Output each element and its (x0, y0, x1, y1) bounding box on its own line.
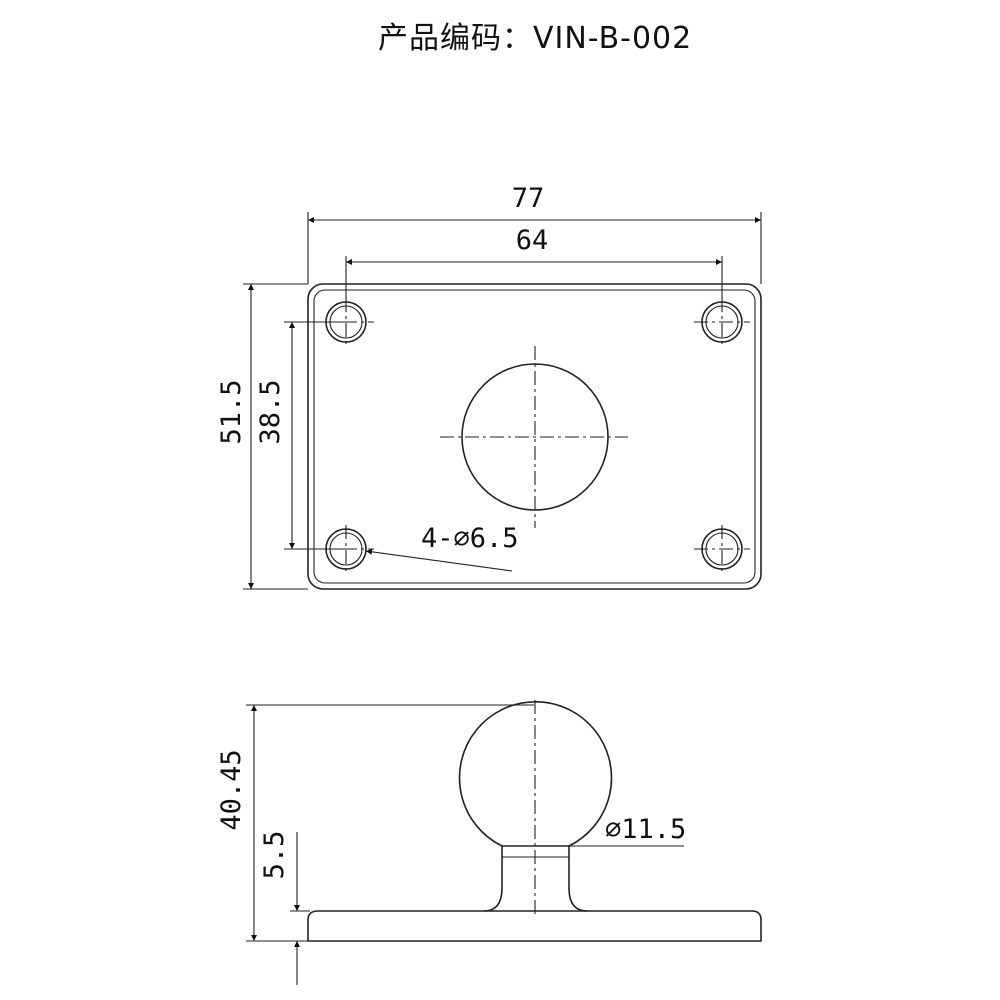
product-code-title: 产品编码：VIN-B-002 (378, 21, 692, 56)
neck-diameter-label: ⌀11.5 (605, 814, 686, 845)
hole-callout-leader (365, 548, 513, 572)
product-code-value: VIN-B-002 (533, 21, 692, 56)
mounting-hole-bottom-right (694, 525, 750, 573)
plate-outline (307, 283, 762, 590)
mounting-hole-top-left (318, 298, 374, 346)
plate-inner-outline (313, 289, 756, 584)
mounting-hole-bottom-left (318, 525, 374, 573)
side-view: 40.45 5.5 ⌀11.5 (216, 700, 762, 985)
top-view: 77 64 51.5 38.5 4-⌀6.5 (216, 183, 762, 590)
dim-40-45-label: 40.45 (216, 749, 247, 830)
dim-38-5-label: 38.5 (255, 379, 286, 444)
product-code-separator: ： (502, 21, 533, 56)
hole-callout-label: 4-⌀6.5 (421, 523, 519, 554)
dim-64-label: 64 (516, 225, 549, 256)
dim-51-5-label: 51.5 (216, 379, 247, 444)
product-code-label: 产品编码 (378, 21, 502, 56)
dim-5-5-label: 5.5 (259, 831, 290, 880)
mounting-hole-top-right (694, 298, 750, 346)
ball-top-view (440, 346, 628, 528)
dim-77-label: 77 (512, 183, 545, 214)
ball-side-view (458, 700, 613, 915)
base-plate (307, 910, 762, 942)
